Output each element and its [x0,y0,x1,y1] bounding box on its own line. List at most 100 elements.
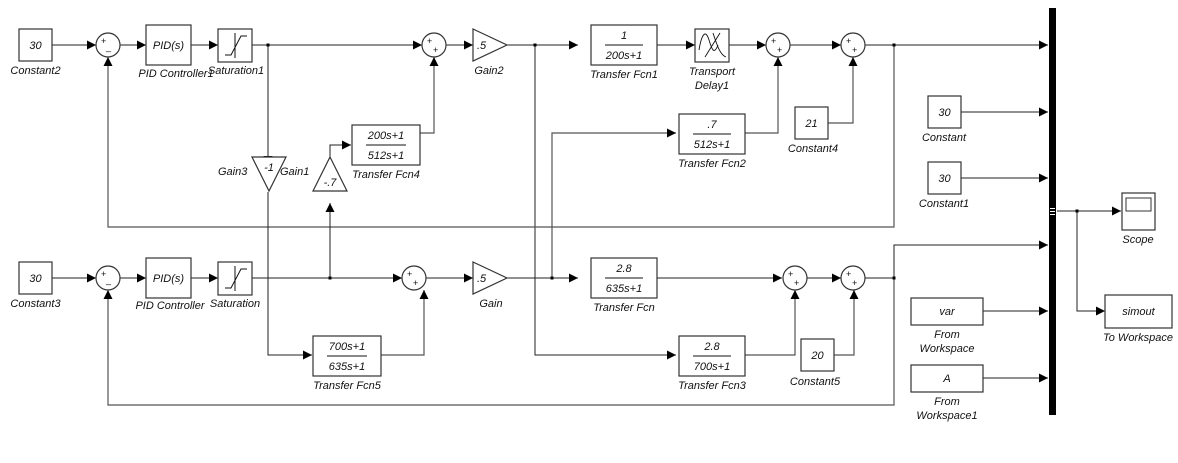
transfer-fcn2-block[interactable]: .7 512s+1 Transfer Fcn2 [678,113,746,170]
sum-sign-plus: + [852,278,857,288]
wire-tf4-to-sum2[interactable] [420,57,439,134]
sum-sign-plus: + [407,269,412,279]
to-workspace-value: simout [1122,306,1155,318]
constant3-label: Constant3 [10,298,61,310]
wire-sum8-to-mux[interactable] [865,240,1048,279]
sum-sign-plus: + [427,36,432,46]
wire-gainm7-to-tf4[interactable] [329,140,351,163]
constant-block[interactable]: 30 Constant [922,95,967,144]
wire-constant5-to-sum8[interactable] [834,290,859,356]
tf-denominator: 635s+1 [606,283,642,295]
sum2-block[interactable]: + + [421,32,447,58]
wire-constant4-to-sum4[interactable] [820,57,858,124]
tf3-label: Transfer Fcn3 [678,380,747,392]
sum7-block[interactable]: + + [782,265,808,291]
transfer-fcn-block[interactable]: 2.8 635s+1 Transfer Fcn [590,257,658,314]
gain-minus-07-block[interactable]: -.7 [312,155,348,192]
wires-right [961,107,1121,383]
constant3-block[interactable]: 30 Constant3 [10,261,61,310]
to-workspace-block[interactable]: simout To Workspace [1103,294,1173,344]
tf1-denominator: 200s+1 [605,50,642,62]
scope-screen-icon [1125,197,1152,212]
constant-label: Constant [922,132,967,144]
scope-block[interactable]: Scope [1121,192,1156,246]
transport-delay1-block[interactable]: Transport Delay1 [689,28,736,92]
wire-feedback-top[interactable] [103,45,895,228]
wire-tf5-to-sum6[interactable] [381,290,429,356]
constant1-block[interactable]: 30 Constant1 [919,161,969,210]
wire-feedback-bottom[interactable] [103,278,895,406]
from-workspace-label-line2: Workspace [919,343,974,355]
wires-bottom-loop [52,192,1048,406]
constant4-value: 21 [804,118,817,130]
tf3-numerator: 2.8 [703,341,720,353]
gain2-label: Gain2 [474,65,503,77]
tf-label: Transfer Fcn [593,302,655,314]
transfer-fcn1-block[interactable]: 1 200s+1 Transfer Fcn1 [590,24,658,81]
scope-label: Scope [1122,234,1153,246]
sum8-block[interactable]: + + [840,265,866,291]
constant2-block[interactable]: 30 Constant2 [10,28,61,77]
gain2-block[interactable]: .5 Gain2 [472,28,509,77]
tf5-denominator: 635s+1 [329,361,365,373]
branch-dot [550,276,554,280]
wire-tf3-to-sum7[interactable] [745,290,800,356]
from-workspace-block[interactable]: var From Workspace [910,297,984,355]
from-workspace1-label-line1: From [934,396,960,408]
sum4-block[interactable]: + + [840,32,866,58]
tf2-denominator: 512s+1 [694,139,730,151]
tf-numerator: 2.8 [615,263,632,275]
wire-tf2-to-sum3[interactable] [745,57,783,134]
from-workspace-value: var [939,306,956,318]
pid-controller1-block[interactable]: PID(s) PID Controller1 [138,24,214,80]
wire-gain2-to-tf3[interactable] [534,45,676,360]
pid-value: PID(s) [153,273,185,285]
constant1-label: Constant1 [919,198,969,210]
transfer-fcn5-block[interactable]: 700s+1 635s+1 Transfer Fcn5 [312,335,382,392]
saturation-label: Saturation [210,298,260,310]
tf5-label: Transfer Fcn5 [313,380,382,392]
gain-block[interactable]: .5 Gain [472,261,509,310]
delay1-label-line1: Transport [689,66,736,78]
sum-sign-minus: _ [105,275,112,285]
sum3-block[interactable]: + + [765,32,791,58]
sum-sign-plus: + [777,45,782,55]
sum5-block[interactable]: + _ [95,265,121,291]
to-workspace-label: To Workspace [1103,332,1173,344]
branch-dot [328,276,332,280]
saturation1-block[interactable]: Saturation1 [208,28,264,77]
from-workspace1-value: A [942,373,950,385]
gain3-block[interactable]: -1 Gain3 Gain1 [218,156,309,193]
mux-bus-block[interactable] [1049,8,1056,415]
constant5-label: Constant5 [790,376,841,388]
pid1-value: PID(s) [153,40,185,52]
pid-controller-block[interactable]: PID(s) PID Controller [135,257,206,312]
wire-gain3-to-tf5[interactable] [267,192,312,360]
wire-mux-to-toworkspace[interactable] [1076,211,1105,316]
branch-points [266,43,1079,280]
sum1-block[interactable]: + _ [95,32,121,58]
transfer-fcn3-block[interactable]: 2.8 700s+1 Transfer Fcn3 [678,335,747,392]
constant2-label: Constant2 [10,65,60,77]
wire-gain-to-tf2[interactable] [551,128,676,278]
sum6-block[interactable]: + + [401,265,427,291]
delay1-label-line2: Delay1 [695,80,729,92]
tf1-numerator: 1 [621,30,627,42]
gain2-value: .5 [477,40,487,52]
sum-sign-minus: _ [105,42,112,52]
tf2-label: Transfer Fcn2 [678,158,746,170]
sum-sign-plus: + [413,278,418,288]
from-workspace1-block[interactable]: A From Workspace1 [910,364,984,422]
constant4-block[interactable]: 21 Constant4 [788,106,838,155]
branch-dot [266,43,270,47]
sum-sign-plus: + [852,45,857,55]
transfer-fcn4-block[interactable]: 200s+1 512s+1 Transfer Fcn4 [351,124,421,181]
tf4-denominator: 512s+1 [368,150,404,162]
constant5-block[interactable]: 20 Constant5 [790,338,841,388]
gain1-label: Gain1 [280,166,309,178]
from-workspace-label-line1: From [934,329,960,341]
constant3-value: 30 [29,273,42,285]
saturation-block[interactable]: Saturation [210,261,260,310]
from-workspace1-label-line2: Workspace1 [916,410,977,422]
